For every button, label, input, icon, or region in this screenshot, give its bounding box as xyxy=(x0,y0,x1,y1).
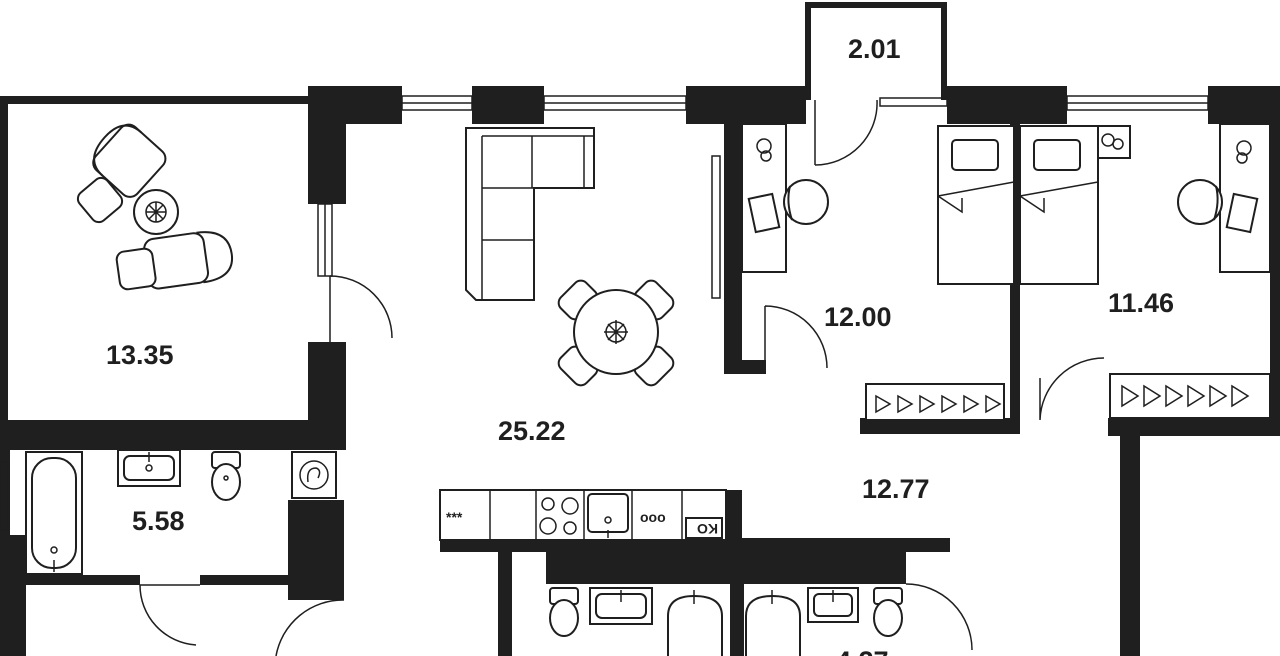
wall xyxy=(200,575,300,585)
doors xyxy=(139,99,1105,656)
wall xyxy=(308,86,346,204)
bed xyxy=(937,125,1015,285)
armchair xyxy=(143,231,234,290)
bathtub-icon xyxy=(25,451,83,575)
wall xyxy=(724,118,742,372)
window xyxy=(0,461,9,531)
lamp-icon xyxy=(756,138,772,162)
hob-symbol: *** xyxy=(446,509,463,525)
window xyxy=(711,155,721,299)
sink-icon xyxy=(117,449,181,487)
wall xyxy=(308,342,346,450)
wall xyxy=(724,490,742,552)
bed xyxy=(1019,125,1099,285)
bedroom-2-area: 11.46 xyxy=(1108,288,1174,318)
toilet-icon xyxy=(873,587,903,637)
flower-icon xyxy=(604,320,628,344)
sink-icon xyxy=(807,587,859,623)
bathroom-2-fixtures xyxy=(549,587,903,656)
balcony-area: 2.01 xyxy=(848,34,901,64)
door-swing xyxy=(905,583,973,651)
stool xyxy=(76,176,124,224)
wall xyxy=(0,420,345,450)
wall xyxy=(1270,118,1280,436)
wall xyxy=(0,535,26,656)
desk-chair xyxy=(783,179,829,225)
door-swing xyxy=(1039,357,1105,421)
wall xyxy=(546,538,906,584)
door-swing xyxy=(275,599,345,656)
wall xyxy=(1208,86,1280,124)
hanger-icon xyxy=(1121,384,1250,408)
laptop-icon xyxy=(747,192,781,234)
hanger-icon xyxy=(875,394,1002,414)
wall xyxy=(724,360,766,374)
bathtub-icon xyxy=(667,590,723,656)
bedroom-1-area: 12.00 xyxy=(824,302,892,332)
corner-sofa xyxy=(465,127,595,301)
wall xyxy=(730,538,744,656)
wall xyxy=(941,2,947,100)
wall xyxy=(860,418,1020,434)
bathroom-1-fixtures xyxy=(25,449,337,575)
bathroom-1-area: 5.58 xyxy=(132,506,185,536)
toilet-icon xyxy=(549,587,579,637)
bathtub-icon xyxy=(745,590,801,656)
washer-icon xyxy=(291,451,337,499)
wall xyxy=(947,86,1067,124)
wall xyxy=(498,538,512,656)
wall xyxy=(805,2,811,100)
bathroom-2-area: 4.27 xyxy=(836,646,889,656)
wall xyxy=(1108,418,1280,436)
wall xyxy=(0,96,8,426)
wall xyxy=(686,86,806,124)
door-swing xyxy=(139,584,200,646)
wall xyxy=(1120,418,1140,656)
oven-symbol: ooo xyxy=(640,509,666,525)
desk-chair xyxy=(1177,179,1223,225)
hallway-area: 12.77 xyxy=(862,474,930,504)
appliance-box xyxy=(685,517,723,539)
stool xyxy=(115,247,157,291)
wall xyxy=(0,575,140,585)
wardrobe xyxy=(1109,373,1271,419)
door-swing xyxy=(814,99,878,166)
bedroom-2-furniture xyxy=(1019,123,1271,419)
stove-icon xyxy=(539,497,579,535)
door-swing xyxy=(764,305,828,369)
bedroom-1-furniture xyxy=(741,123,1015,421)
balcony-door xyxy=(879,97,948,107)
living-furniture xyxy=(465,127,675,387)
area-labels: 2.01 13.35 25.22 12.00 11.46 12.77 5.58 … xyxy=(106,34,1174,656)
living-kitchen-area: 25.22 xyxy=(498,416,566,446)
windows xyxy=(0,95,1209,531)
door-swing xyxy=(329,275,393,342)
kitchen: *** ooo KO xyxy=(439,489,727,541)
kitchen-counter xyxy=(439,489,727,541)
flower-icon xyxy=(145,201,167,223)
wardrobe xyxy=(865,383,1005,421)
toilet-icon xyxy=(211,451,241,501)
wall xyxy=(805,2,947,8)
lamp-icon xyxy=(1236,140,1252,164)
appliance-label: KO xyxy=(697,521,718,537)
wall xyxy=(0,96,310,104)
laptop-icon xyxy=(1225,192,1259,234)
sink-icon xyxy=(587,493,629,538)
left-room-furniture xyxy=(76,123,234,291)
room-left-area: 13.35 xyxy=(106,340,174,370)
sink-icon xyxy=(589,587,653,625)
nightstand xyxy=(1097,125,1131,159)
wall xyxy=(472,86,544,124)
